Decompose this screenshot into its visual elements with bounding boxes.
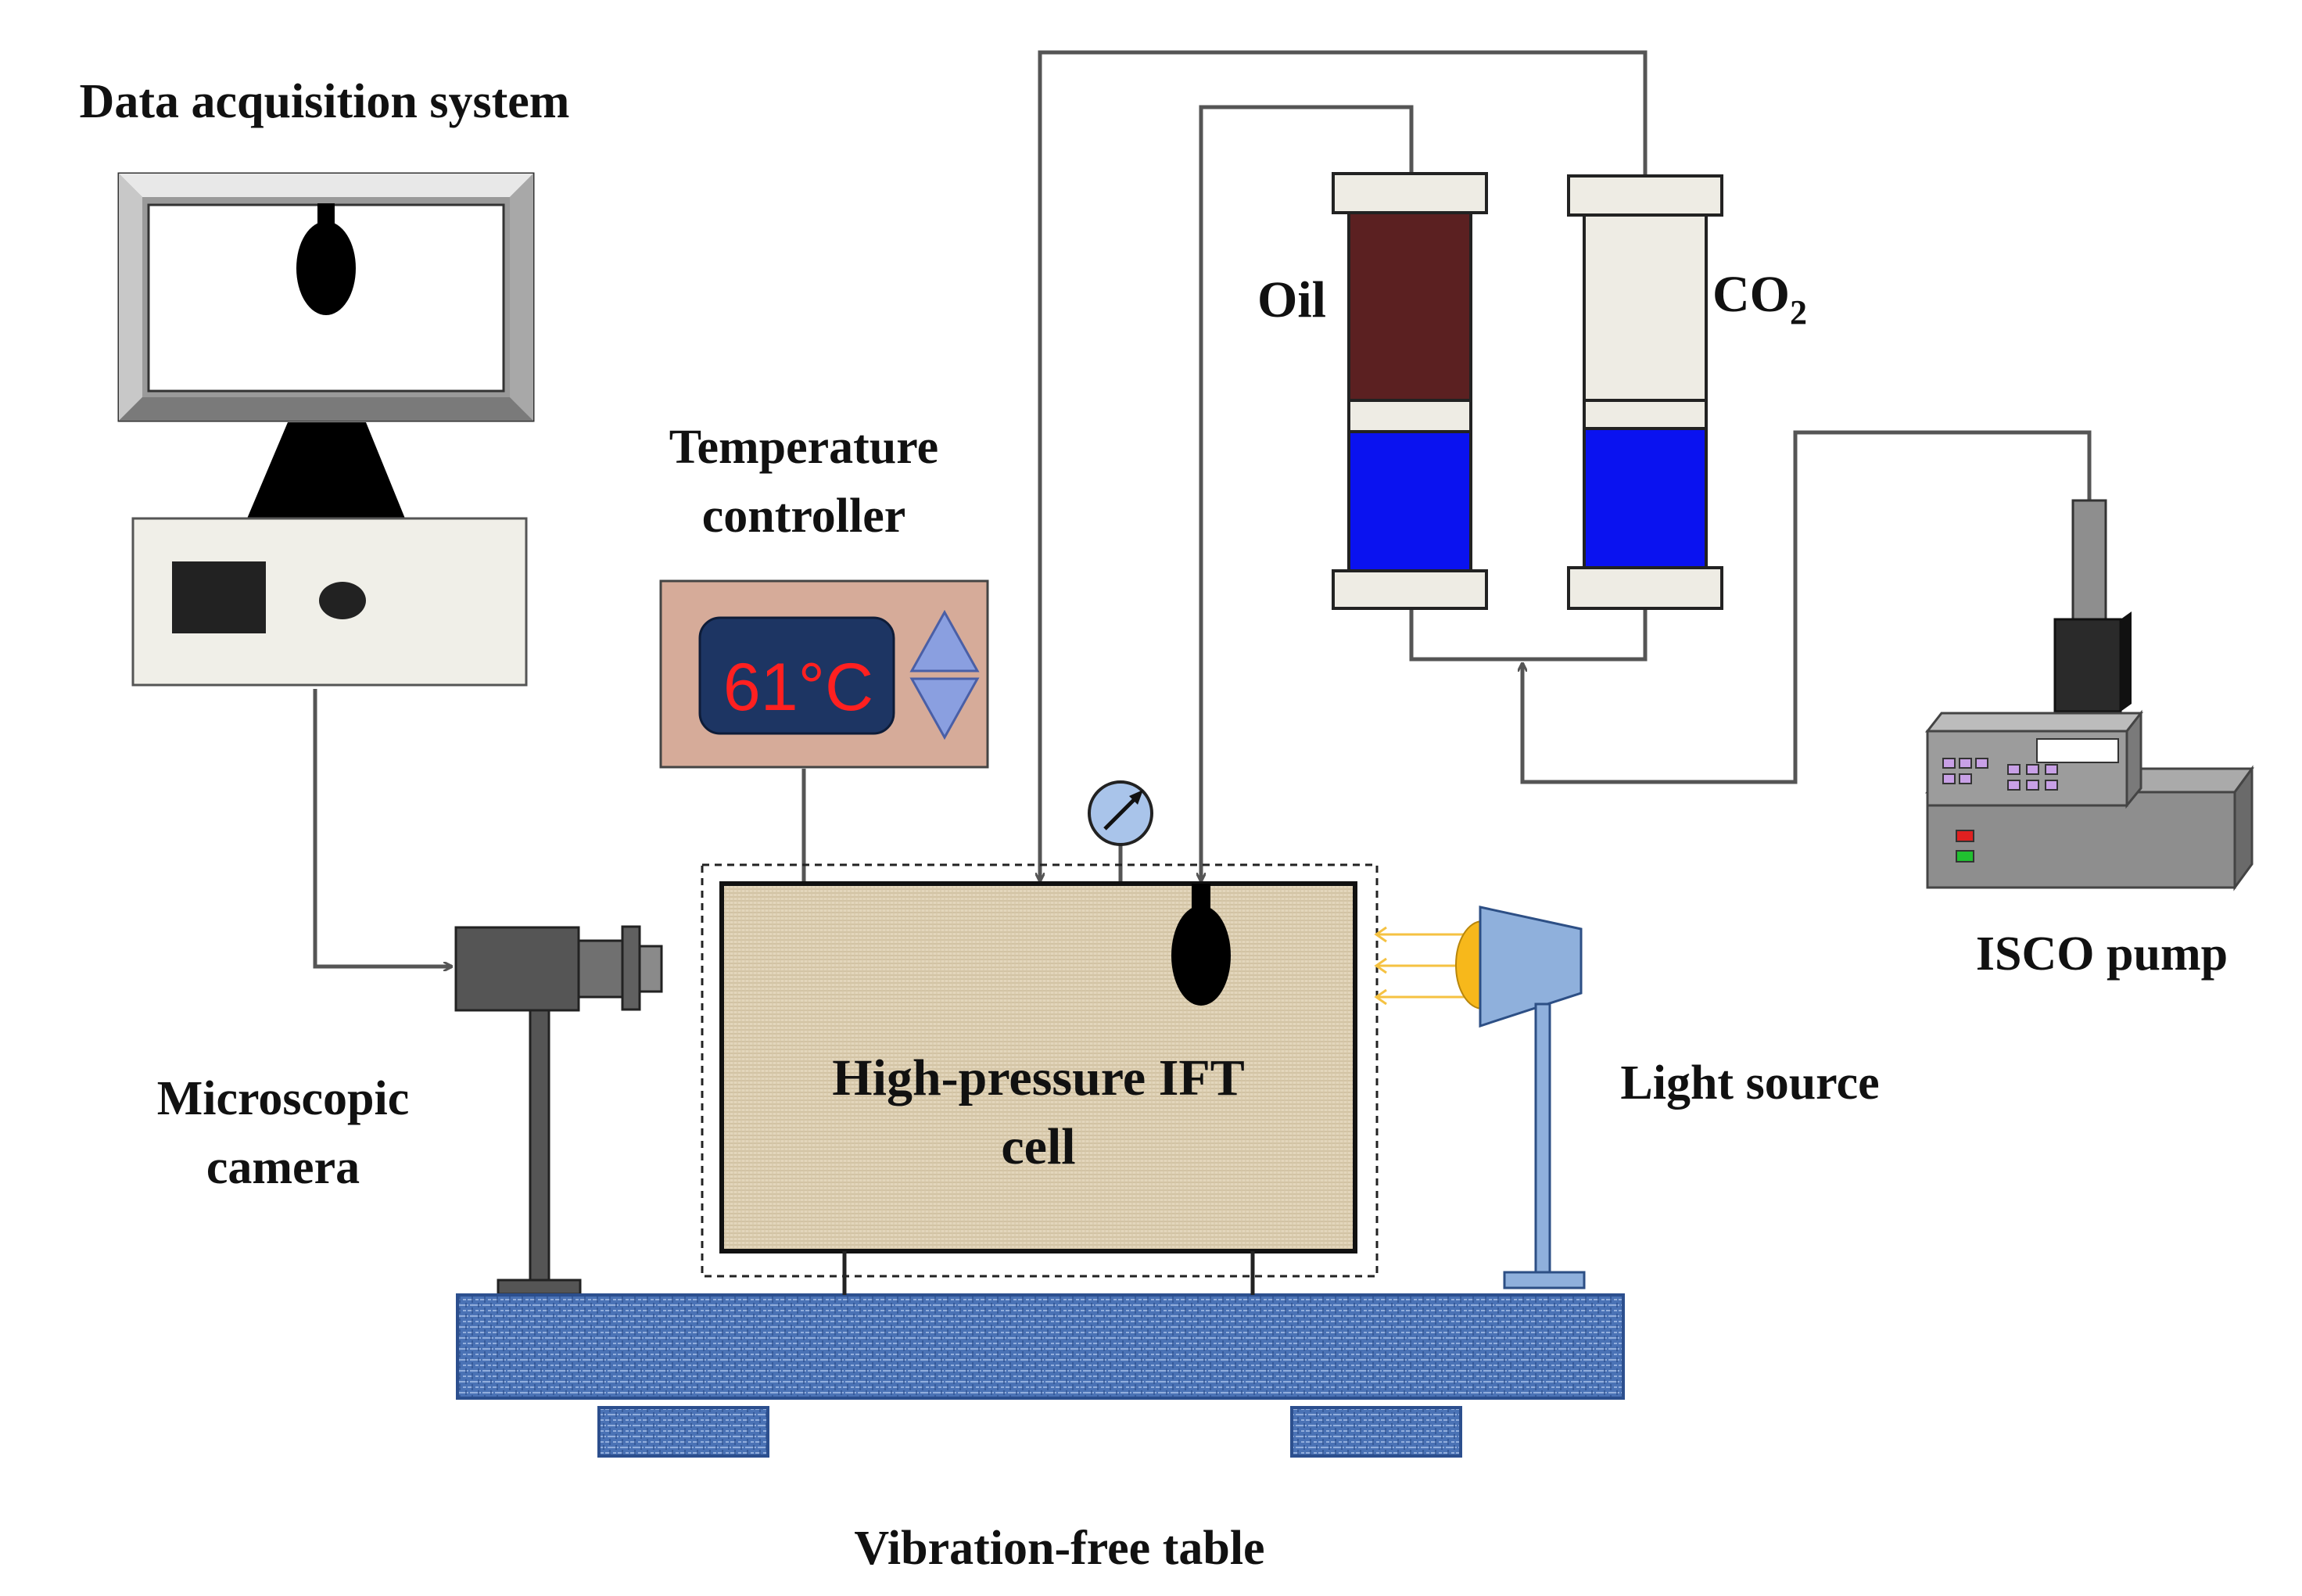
camera-label-line2: camera	[206, 1141, 360, 1194]
pump-motor	[2053, 618, 2122, 713]
isco-pump-label: ISCO pump	[1976, 927, 2228, 981]
ift-cell: High-pressure IFT cell	[701, 780, 1379, 1278]
lamp-base	[1503, 1271, 1586, 1289]
table-top	[456, 1293, 1625, 1400]
pump-cylinder	[2071, 499, 2107, 621]
co2-label: CO2	[1712, 266, 1807, 332]
temp-controller-label-line2: controller	[702, 490, 906, 543]
up-triangle-icon	[909, 609, 980, 672]
daq-label: Data acquisition system	[80, 75, 570, 128]
pendant-droplet-icon	[1171, 884, 1231, 1006]
camera-to-daq-line	[313, 689, 452, 967]
light-source-label: Light source	[1620, 1056, 1879, 1110]
table-foot-left	[597, 1406, 769, 1458]
camera-lens	[577, 939, 624, 999]
pump-led-red	[1956, 830, 1974, 842]
pump-display	[2036, 738, 2119, 763]
camera-base	[497, 1279, 582, 1296]
oil-cylinder: Oil	[1257, 172, 1488, 610]
isco-pump: ISCO pump	[1924, 499, 2254, 981]
lamp-post	[1534, 1002, 1551, 1276]
microscopic-camera: Microscopic camera	[157, 925, 663, 1296]
temperature-controller: Temperature controller 61°C	[659, 421, 989, 769]
co2-subscript: 2	[1790, 293, 1807, 332]
connection-lines	[313, 50, 2092, 967]
temperature-display	[698, 616, 895, 735]
light-rays	[1374, 926, 1467, 1006]
co2-to-cell-line	[1040, 50, 1648, 881]
pump-led-green	[1956, 850, 1974, 863]
monitor-stand	[247, 422, 405, 518]
co2-cylinder: CO2	[1567, 174, 1807, 610]
drive-slot	[172, 561, 266, 633]
cell-label-line2: cell	[1001, 1118, 1075, 1175]
camera-post	[529, 1009, 550, 1293]
ift-cell-body	[719, 881, 1357, 1253]
temp-controller-label-line1: Temperature	[669, 421, 938, 474]
table-label: Vibration-free table	[854, 1522, 1264, 1575]
pressure-gauge-icon	[1088, 780, 1153, 846]
lamp-bulb	[1455, 920, 1483, 1010]
data-acquisition-system: Data acquisition system	[80, 75, 570, 687]
droplet-icon	[296, 203, 356, 315]
monitor	[117, 172, 535, 518]
computer-unit	[131, 517, 528, 687]
heating-jacket-outline	[701, 863, 1379, 1278]
pump-to-manifold-line	[1522, 430, 2092, 784]
lamp-shade	[1479, 906, 1583, 1028]
camera-label-line1: Microscopic	[157, 1072, 410, 1125]
power-button	[319, 582, 366, 619]
oil-to-cell-line	[1201, 105, 1414, 881]
cell-label-line1: High-pressure IFT	[832, 1049, 1244, 1106]
camera-body	[454, 926, 580, 1012]
oil-label: Oil	[1257, 271, 1326, 328]
temperature-readout: 61°C	[723, 650, 873, 725]
down-triangle-icon	[909, 677, 980, 741]
light-source: Light source	[1374, 906, 1880, 1289]
vibration-free-table: Vibration-free table	[456, 1251, 1625, 1575]
cylinders-bottom-manifold-line	[1409, 608, 1648, 662]
pump-keypad	[1942, 758, 2058, 791]
table-foot-right	[1290, 1406, 1462, 1458]
